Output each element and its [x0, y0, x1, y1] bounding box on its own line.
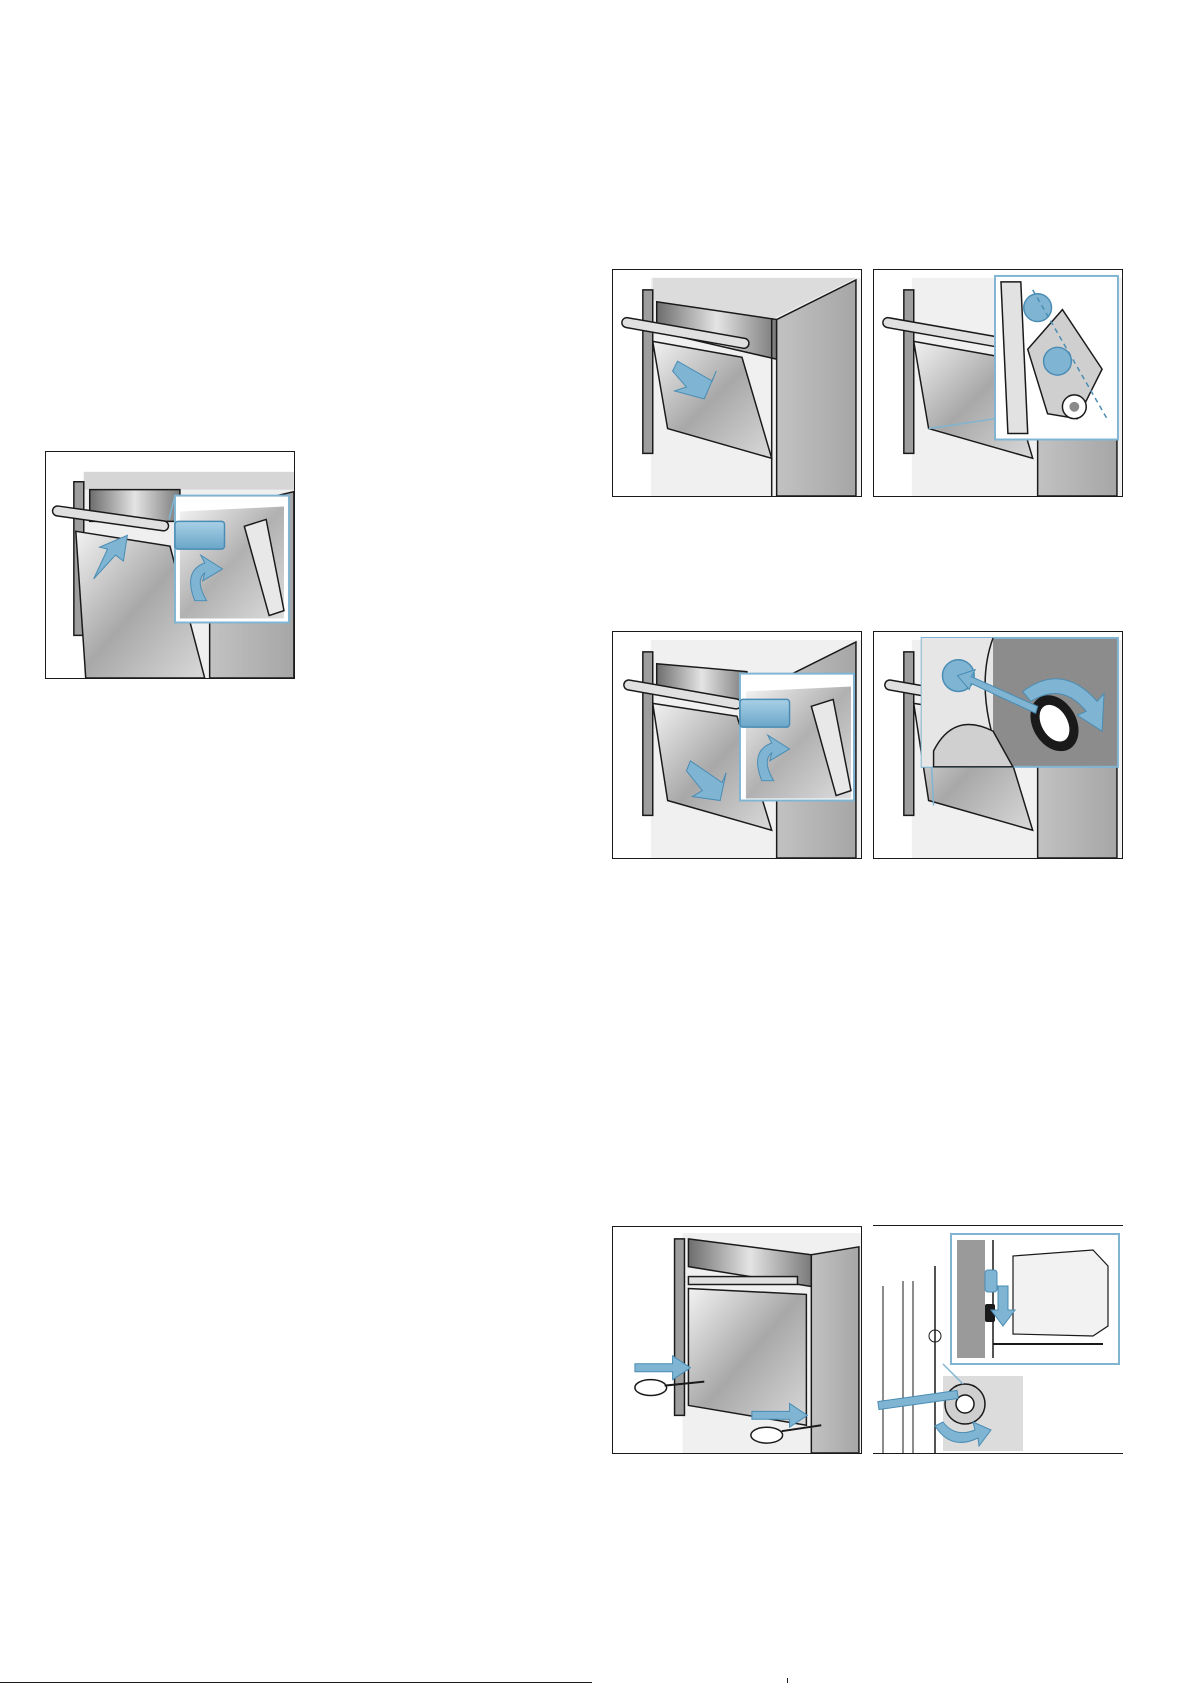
figure-door-close-hinge-lock [612, 631, 862, 859]
figure-lamp-cover-rotate [873, 631, 1123, 859]
door-close-lock-icon [613, 632, 861, 858]
hinge-roller-icon [874, 270, 1122, 496]
lamp-cover-rotate-icon [874, 632, 1122, 858]
figure-hinge-roller-detail [873, 269, 1123, 497]
clip-release-icon [873, 1226, 1123, 1454]
figure-clip-release-detail [873, 1225, 1123, 1454]
footer-tick [787, 1678, 788, 1683]
figure-door-unhook-lift [45, 451, 295, 679]
door-tilt-down-icon [613, 270, 861, 496]
footer-rule [0, 1682, 592, 1683]
screwdriver-insert-icon [613, 1227, 861, 1453]
door-hinge-lock-lift-icon [46, 452, 294, 678]
figure-screwdriver-panel [612, 1226, 862, 1454]
figure-door-tilt-down [612, 269, 862, 497]
